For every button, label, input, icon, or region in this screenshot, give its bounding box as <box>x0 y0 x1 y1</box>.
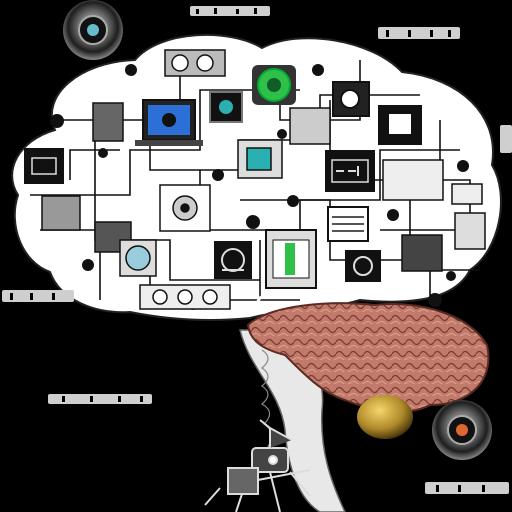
hook-glyph <box>256 294 274 313</box>
chip-icon <box>325 150 375 192</box>
screen-icon <box>24 148 64 184</box>
monitor-icon <box>327 206 369 242</box>
gold-orb <box>357 395 413 439</box>
monitor-icon <box>265 229 317 289</box>
device-icons <box>24 49 486 310</box>
cerebellum <box>246 302 490 413</box>
lens-icon <box>63 0 123 60</box>
robot-figure <box>204 419 311 512</box>
monitor-icon <box>135 99 203 146</box>
gear-icon <box>41 49 486 310</box>
globe-icon <box>252 65 296 105</box>
robot-icon <box>214 241 252 279</box>
camera-icon <box>345 250 381 282</box>
lens-icon <box>432 400 492 460</box>
